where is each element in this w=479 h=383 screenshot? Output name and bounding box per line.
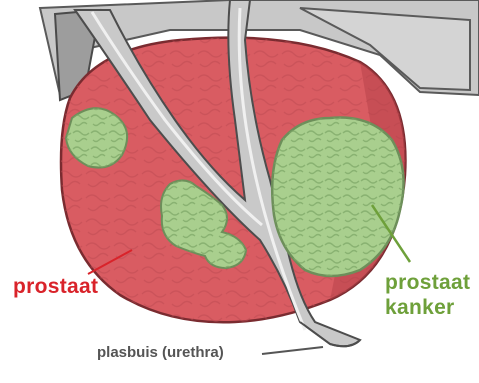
urethra-pointer-line [262, 347, 323, 354]
cancer-label-line2: kanker [385, 295, 470, 320]
urethra-label: plasbuis (urethra) [97, 345, 224, 360]
prostate-label: prostaat [13, 276, 98, 297]
cancer-label-line1: prostaat [385, 270, 470, 295]
cancer-label: prostaat kanker [385, 270, 470, 320]
